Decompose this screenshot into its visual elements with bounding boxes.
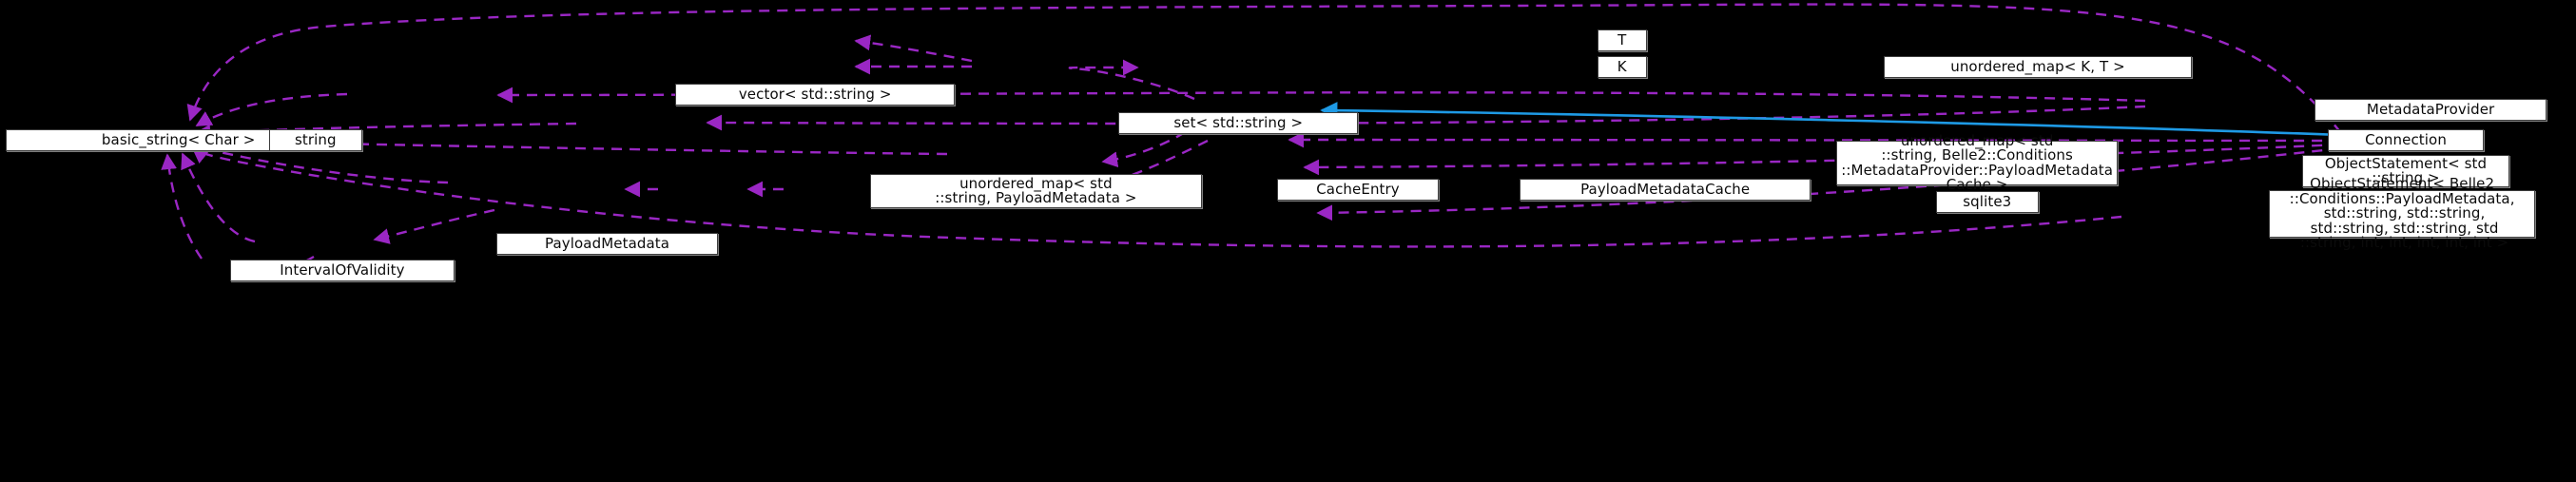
edge-metadataprovider-unorderedmapkt [1068,59,1195,101]
node-payloadmetadatacache[interactable]: PayloadMetadataCache [1520,179,1811,201]
node-sqlite3[interactable]: sqlite3 [1935,191,2039,213]
edge-metadataprovider-set [706,105,2146,131]
edge-localmetadataprovider-string [186,3,2342,134]
node-unordered-map-k-t[interactable]: unordered_map< K, T > [1884,56,2192,78]
edge-payloadmetadata-string [181,152,256,243]
node-K[interactable]: K [1597,56,1647,78]
node-vector-std-string[interactable]: vector< std::string > [675,84,956,106]
edge-unorderedmapkt-T [854,34,973,63]
node-set-std-string[interactable]: set< std::string > [1118,112,1359,134]
node-intervalofvalidity[interactable]: IntervalOfValidity [229,260,455,281]
node-payloadmetadata[interactable]: PayloadMetadata [496,233,718,255]
edge-vector-string [195,92,348,127]
edge-localmetadataprovider-metadataprovider [1320,102,2341,137]
node-string[interactable]: string [268,129,363,151]
node-T[interactable]: T [1597,29,1647,51]
node-unordered-map-string-payloadmetadata[interactable]: unordered_map< std::string, PayloadMetad… [870,174,1202,208]
node-metadataprovider[interactable]: MetadataProvider [2315,99,2547,121]
edge-intervalofvalidity-string-arc [161,153,203,260]
edge-localmetadataprovider-connection [1288,131,2341,148]
edge-localmetadataprovider-objectstatementstr [1303,143,2341,176]
edge-unorderedmapstrpm-payloadmetadata [373,208,495,244]
node-objectstatement-payloadmetadata[interactable]: ObjectStatement< Belle2::Conditions::Pay… [2268,177,2536,250]
node-cacheentry[interactable]: CacheEntry [1276,179,1440,201]
node-objectstatement-std-string[interactable]: ObjectStatement< std::string > [2301,155,2510,187]
node-unordered-map-payloadmetadatacache[interactable]: unordered_map< std::string, Belle2::Cond… [1836,133,2119,192]
edge-localmetadataprovider-objectstatementpm [1316,146,2341,222]
node-connection[interactable]: Connection [2327,129,2485,151]
